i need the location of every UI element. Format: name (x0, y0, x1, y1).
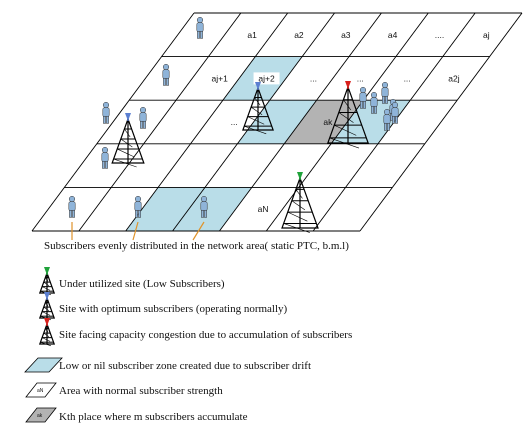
subscriber-icon (102, 101, 110, 124)
optimum-site-icon (111, 113, 145, 168)
grid-col-line (172, 12, 335, 232)
subscriber-icon (370, 91, 378, 114)
cell-label: a4 (388, 30, 398, 40)
optimum-site-icon (242, 82, 274, 135)
cell-label: aj (483, 30, 490, 40)
pointer-line (132, 221, 139, 241)
legend-congested-site-label: Site facing capacity congestion due to a… (59, 329, 352, 341)
cell-label: aN (258, 204, 269, 214)
legend-normal-area-swatch (25, 382, 57, 398)
subscriber-icon (381, 81, 389, 104)
kth-place-cell (284, 100, 364, 144)
subscriber-pointer-lines (71, 221, 205, 241)
subscriber-icon (391, 101, 399, 124)
legend-optimum-site-label: Site with optimum subscribers (operating… (59, 303, 288, 315)
grid-lines (31, 12, 523, 232)
legend-low-site-label: Under utilized site (Low Subscribers) (59, 278, 225, 290)
cell-label: a1 (247, 30, 257, 40)
cell-label: ... (357, 73, 364, 83)
cell-label: ... (231, 117, 238, 127)
subscriber-icon (134, 195, 142, 218)
low-zone-cell (172, 187, 252, 231)
legend-kth-place-swatch-label: ak (37, 413, 43, 419)
cell-label: a2 (294, 30, 304, 40)
legend: Under utilized site (Low Subscribers) Si… (24, 267, 352, 423)
cell-label: .... (435, 30, 444, 40)
subscribers (68, 16, 399, 218)
cell-labels: a1 a2 a3 a4.... aj aj+1 aj+2......... a2j... ak a… (212, 30, 490, 214)
cell-label: aj+1 (212, 73, 229, 83)
subscriber-icon (162, 63, 170, 86)
cell-label: a2j (448, 73, 459, 83)
subscriber-icon (101, 146, 109, 169)
legend-low-site-icon (38, 267, 56, 296)
subscriber-icon (139, 106, 147, 129)
legend-normal-area-swatch-label: aN (37, 388, 44, 394)
congested-site-icon (326, 81, 370, 149)
legend-optimum-site-icon (38, 292, 56, 321)
legend-congested-site-icon (38, 318, 56, 347)
legend-kth-place-swatch (25, 407, 57, 423)
subscriber-icon (383, 108, 391, 131)
low-site-icon (281, 172, 319, 233)
grid-col-line (125, 12, 289, 232)
cell-label: a3 (341, 30, 351, 40)
low-zone-cell (237, 100, 317, 144)
low-zone-cell (125, 187, 205, 231)
subscriber-icon (359, 86, 367, 109)
grid-col-line (219, 12, 382, 232)
grid-col-line (31, 12, 195, 232)
cell-label: ak (323, 117, 333, 127)
subscriber-icon (68, 195, 76, 218)
low-site-icon (38, 267, 56, 296)
grid-col-line (265, 12, 429, 232)
subscriber-icon (196, 16, 204, 39)
cell-label: aj+2 (258, 73, 275, 83)
legend-normal-area-label: Area with normal subscriber strength (59, 385, 223, 397)
legend-low-zone-label: Low or nil subscriber zone created due t… (59, 360, 311, 372)
cell-label: ... (310, 73, 317, 83)
subscriber-icon (200, 195, 208, 218)
grid-col-line (359, 12, 523, 232)
cell-sites (111, 81, 370, 233)
caption-text: Subscribers evenly distributed in the ne… (44, 240, 349, 252)
congested-site-icon (38, 318, 56, 347)
grid-col-line (78, 12, 242, 232)
optimum-site-icon (38, 292, 56, 321)
legend-low-zone-swatch (24, 357, 63, 373)
cell-label: ... (404, 73, 411, 83)
pointer-line (192, 221, 205, 241)
cell-label-backdrop (253, 72, 280, 85)
legend-kth-place-label: Kth place where m subscribers accumulate (59, 411, 248, 423)
